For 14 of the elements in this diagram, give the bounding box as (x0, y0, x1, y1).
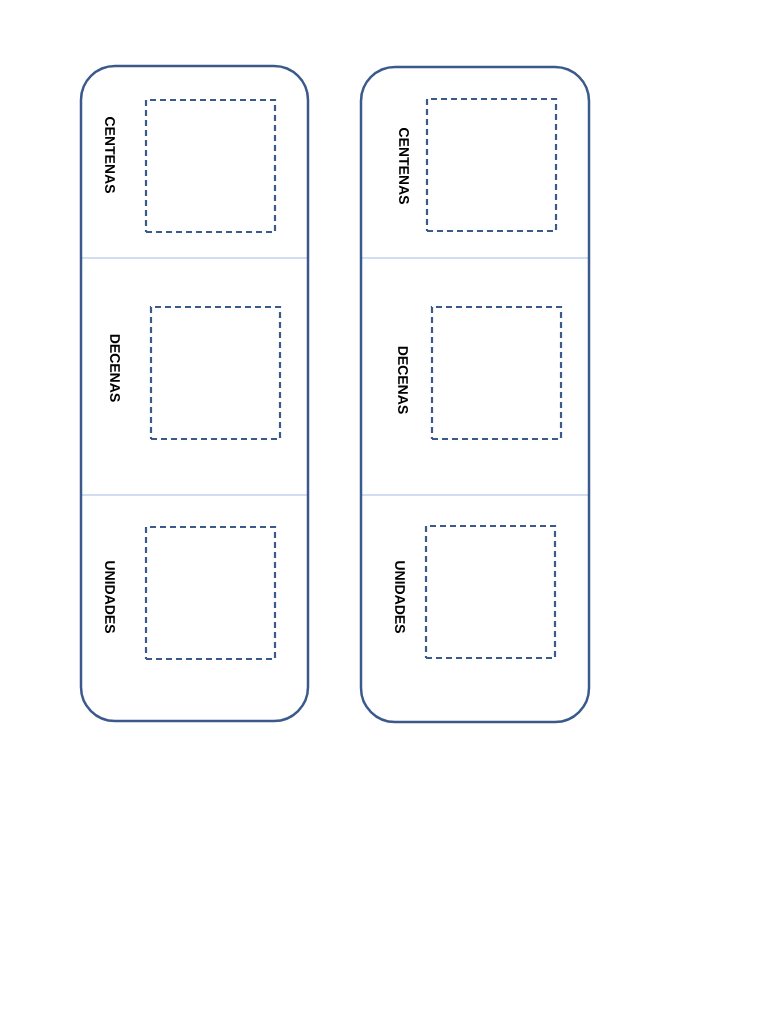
dashed-answer-box (144, 98, 277, 234)
section-label: DECENAS (110, 334, 120, 402)
section-label: CENTENAS (105, 117, 115, 193)
section-label: CENTENAS (399, 128, 409, 204)
dashed-answer-box (424, 524, 557, 660)
dashed-answer-box (430, 305, 563, 441)
dashed-answer-box (149, 305, 282, 441)
dashed-answer-box (144, 525, 277, 661)
card-frame (359, 65, 591, 724)
section-label: DECENAS (398, 346, 408, 414)
section-label: UNIDADES (105, 561, 115, 633)
dashed-answer-box (425, 97, 558, 233)
section-label: UNIDADES (395, 561, 405, 633)
card-frame (79, 64, 310, 723)
